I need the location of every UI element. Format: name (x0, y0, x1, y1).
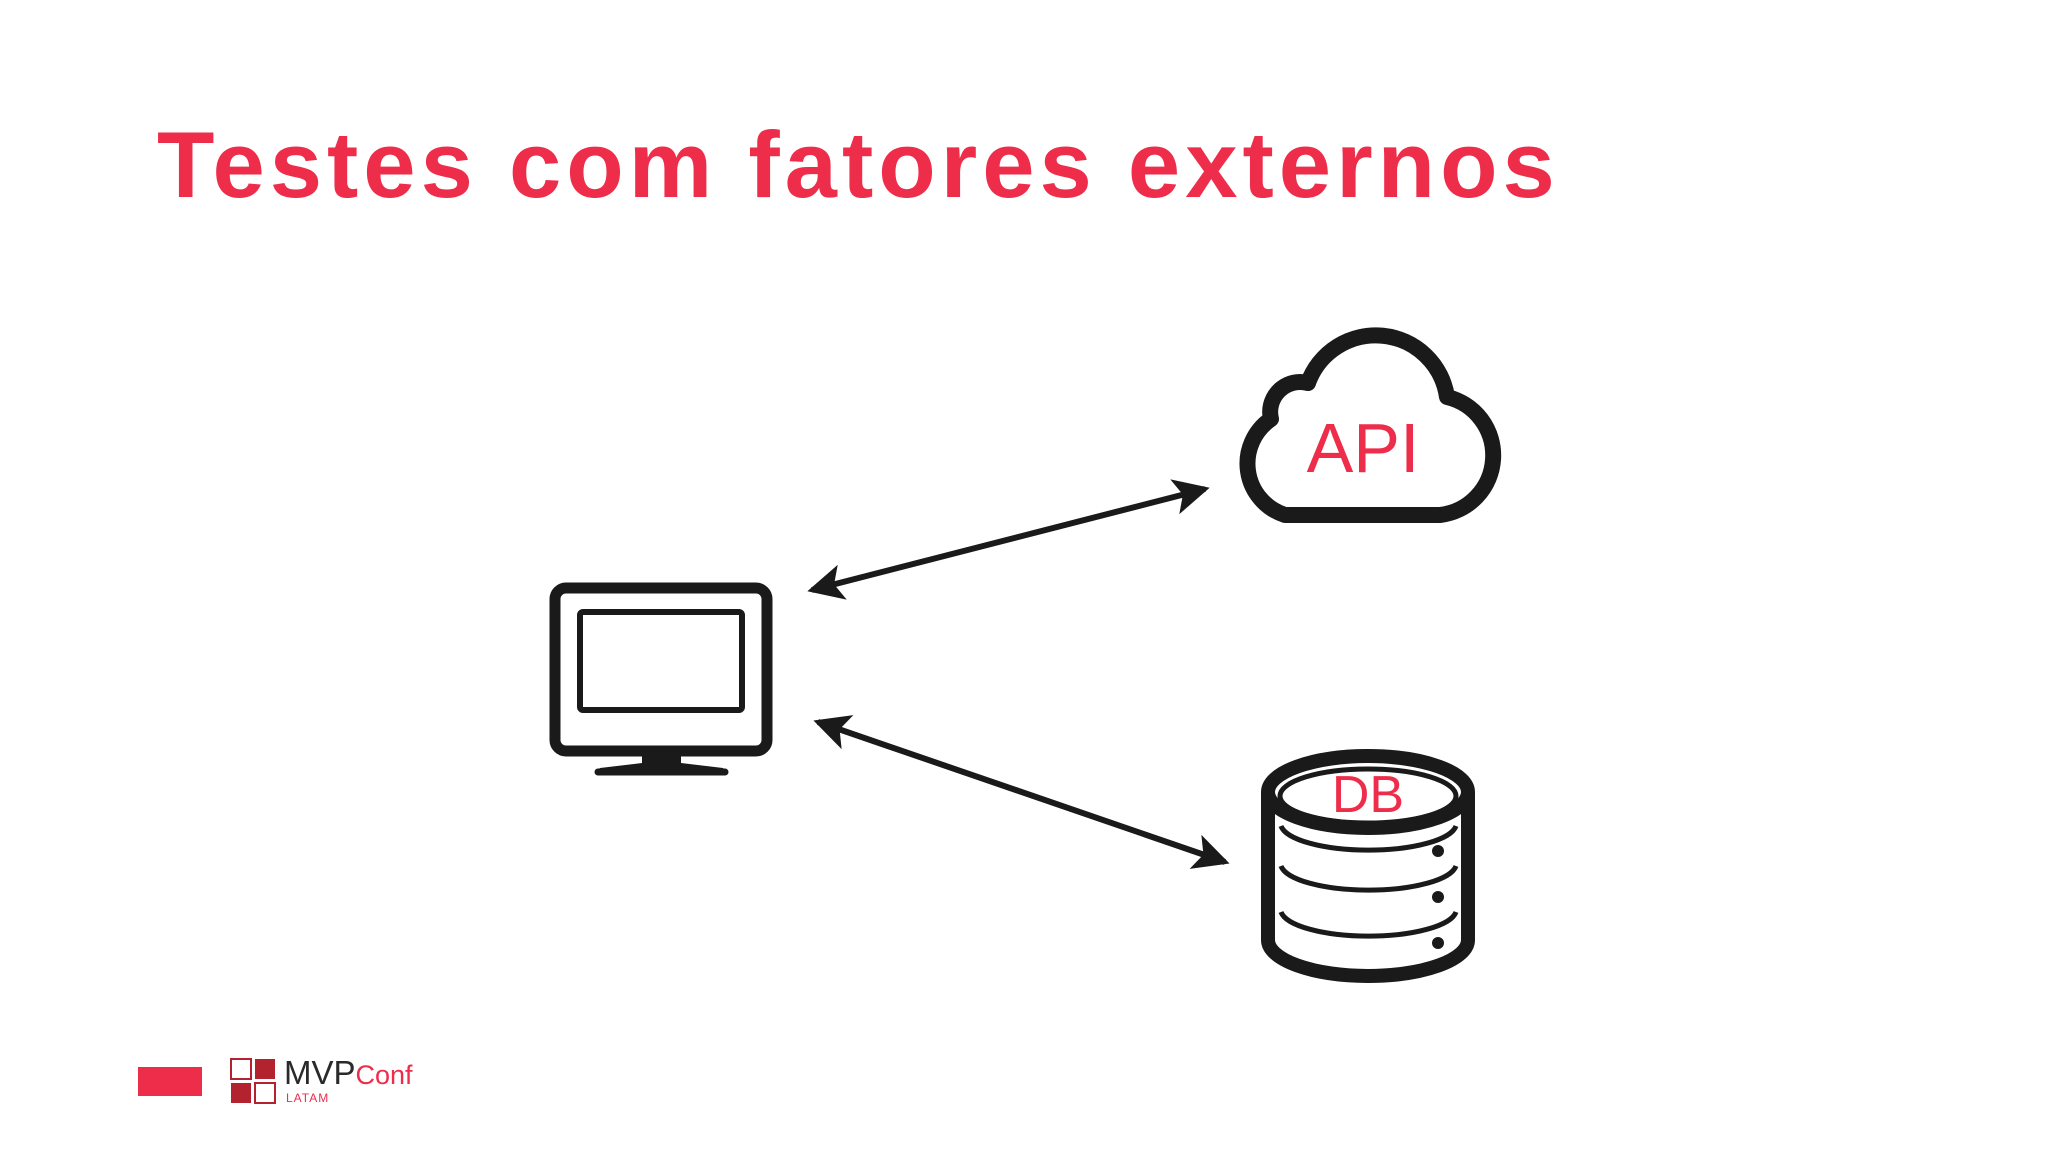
mvp-conf-logo: MVPConf LATAM (230, 1056, 450, 1106)
monitor-icon (549, 582, 773, 776)
api-node: API (1239, 327, 1502, 523)
slide-title: Testes com fatores externos (157, 112, 1560, 217)
mvp-logo-icon (230, 1058, 276, 1104)
logo-conf-text: Conf (355, 1060, 413, 1090)
logo-wordmark: MVPConf (284, 1056, 413, 1089)
db-node: DB (1261, 749, 1475, 983)
db-label: DB (1332, 766, 1404, 824)
cloud-icon (1239, 327, 1502, 523)
logo-mvp-text: MVP (284, 1054, 356, 1091)
logo-region-text: LATAM (286, 1091, 330, 1105)
footer-accent-bar (138, 1067, 202, 1096)
api-label: API (1307, 409, 1420, 487)
database-icon (1261, 749, 1475, 983)
edge-client-db (813, 715, 1230, 869)
edge-client-api (807, 479, 1210, 600)
